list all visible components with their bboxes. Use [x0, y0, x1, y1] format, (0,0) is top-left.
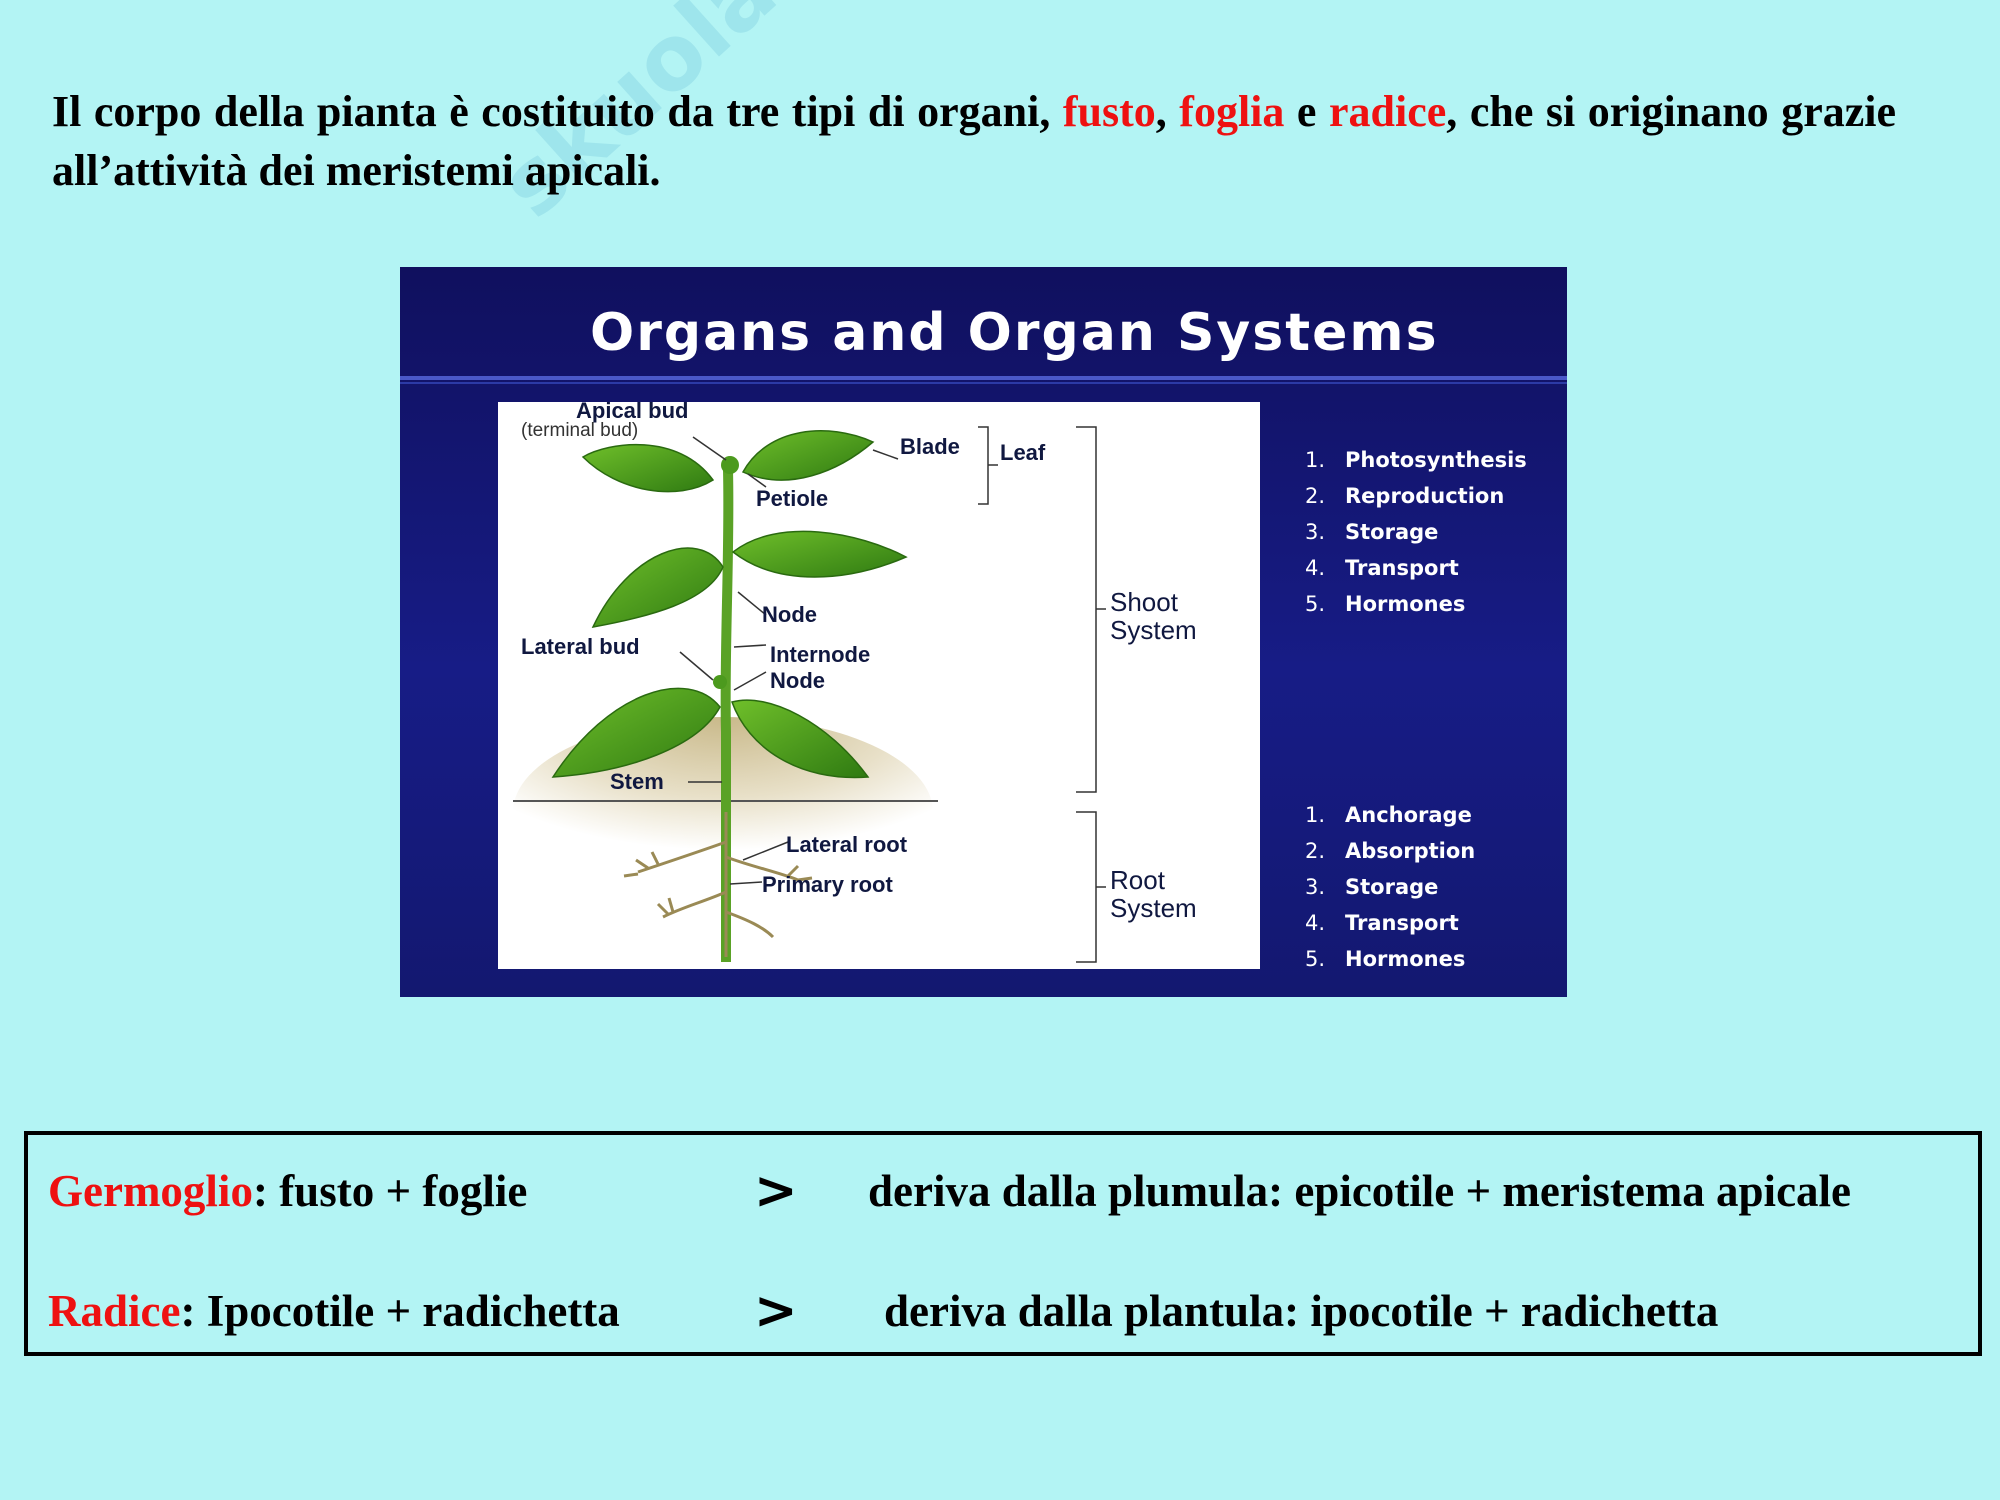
rhs-germoglio: deriva dalla plumula: epicotile + merist…	[868, 1166, 1852, 1216]
organ-radice: radice	[1329, 87, 1447, 136]
label-node-upper: Node	[762, 602, 817, 627]
term-radice: Radice	[48, 1286, 181, 1336]
label-node-lower: Node	[770, 668, 825, 693]
leader-lines	[679, 426, 1106, 963]
label-shoot-system: Shoot System	[1110, 587, 1197, 645]
root-functions-list: 1.Anchorage 2.Absorption 3.Storage 4.Tra…	[1305, 797, 1475, 977]
label-root-system: Root System	[1110, 865, 1197, 923]
shoot-function-item: 2.Reproduction	[1305, 484, 1505, 508]
label-internode: Internode	[770, 642, 871, 667]
lateral-bud-shape	[713, 675, 727, 689]
label-lateral-bud: Lateral bud	[521, 634, 640, 659]
title-divider	[400, 376, 1567, 380]
intro-paragraph: Il corpo della pianta è costituito da tr…	[52, 82, 1896, 200]
root-function-item: 2.Absorption	[1305, 839, 1476, 863]
root-function-item: 1.Anchorage	[1305, 803, 1472, 827]
root-function-item: 3.Storage	[1305, 875, 1439, 899]
def-radice: : Ipocotile + radichetta	[180, 1286, 620, 1336]
arrow-germoglio: >	[754, 1161, 798, 1221]
label-stem: Stem	[610, 769, 664, 794]
root-function-item: 5.Hormones	[1305, 947, 1466, 971]
shoot-functions-list: 1.Photosynthesis 2.Reproduction 3.Storag…	[1305, 442, 1527, 622]
root-system-shape	[623, 812, 813, 957]
summary-row-germoglio: Germoglio: fusto + foglie	[48, 1165, 527, 1217]
term-germoglio: Germoglio	[48, 1166, 253, 1216]
label-petiole: Petiole	[756, 486, 829, 511]
plant-diagram: Apical bud (terminal bud) Blade Leaf Pet…	[498, 398, 1260, 969]
label-apical-bud: Apical bud	[576, 398, 689, 423]
intro-text-1: Il corpo della pianta è costituito da tr…	[52, 87, 1063, 136]
rhs-radice: deriva dalla plantula: ipocotile + radic…	[884, 1286, 1719, 1336]
title-divider-shadow	[400, 382, 1567, 384]
root-function-item: 4.Transport	[1305, 911, 1459, 935]
shoot-function-item: 3.Storage	[1305, 520, 1439, 544]
intro-sep-1: ,	[1155, 87, 1180, 136]
summary-row-radice: Radice: Ipocotile + radichetta	[48, 1285, 620, 1337]
label-primary-root: Primary root	[762, 872, 893, 897]
arrow-radice: >	[754, 1281, 798, 1341]
organ-foglia: foglia	[1179, 87, 1285, 136]
intro-text-2: , che si originano grazie all’attività d…	[52, 87, 1897, 195]
label-leaf: Leaf	[1000, 440, 1046, 465]
leaves	[551, 430, 908, 779]
label-terminal-bud: (terminal bud)	[521, 420, 639, 441]
summary-box: Germoglio: fusto + foglie > deriva dalla…	[24, 1131, 1982, 1356]
plant-illustration	[513, 426, 1106, 963]
def-germoglio: : fusto + foglie	[252, 1166, 528, 1216]
intro-sep-2: e	[1284, 87, 1329, 136]
organ-systems-figure: Organs and Organ Systems	[400, 267, 1567, 997]
organ-fusto: fusto	[1062, 87, 1156, 136]
label-blade: Blade	[900, 434, 960, 459]
shoot-function-item: 5.Hormones	[1305, 592, 1466, 616]
shoot-function-item: 1.Photosynthesis	[1305, 448, 1527, 472]
shoot-function-item: 4.Transport	[1305, 556, 1459, 580]
stem-shape	[720, 469, 734, 962]
label-lateral-root: Lateral root	[786, 832, 908, 857]
